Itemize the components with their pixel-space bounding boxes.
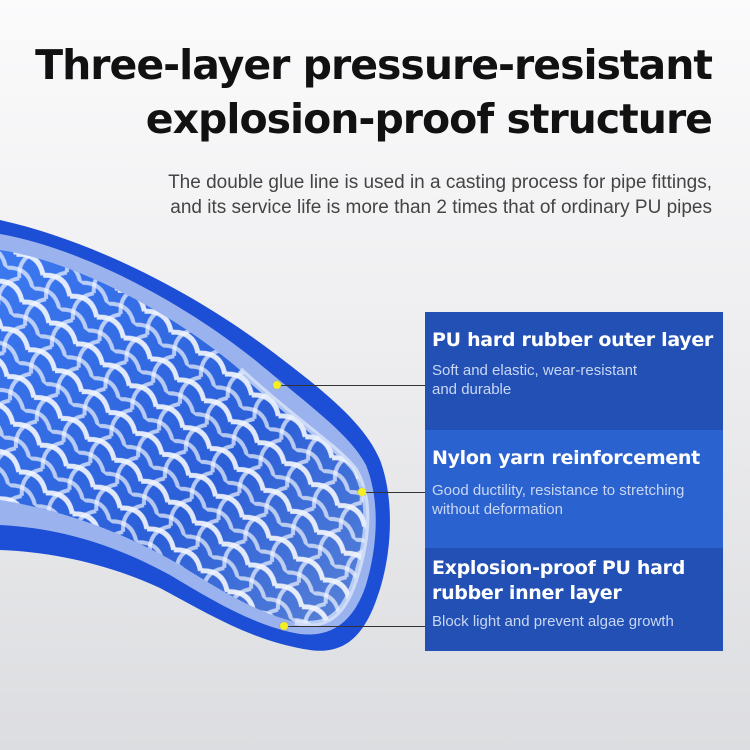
subtitle: The double glue line is used in a castin… bbox=[52, 170, 712, 220]
leader-line-inner bbox=[284, 626, 427, 627]
title-line-1: Three-layer pressure-resistant bbox=[35, 41, 713, 89]
layer-desc-yarn-line-1: Good ductility, resistance to stretching bbox=[432, 482, 685, 499]
layer-desc-yarn-line-2: without deformation bbox=[432, 501, 563, 518]
layer-title-inner: Explosion-proof PU hard rubber inner lay… bbox=[432, 548, 723, 606]
layer-title-inner-line-2: rubber inner layer bbox=[432, 582, 622, 604]
marker-dot-inner bbox=[280, 622, 288, 630]
layer-desc-yarn: Good ductility, resistance to stretching… bbox=[432, 481, 723, 519]
page-title: Three-layer pressure-resistant explosion… bbox=[12, 38, 713, 146]
layer-panel-inner: Explosion-proof PU hard rubber inner lay… bbox=[425, 548, 723, 651]
layer-panel-yarn: Nylon yarn reinforcement Good ductility,… bbox=[425, 430, 723, 548]
subtitle-line-2: and its service life is more than 2 time… bbox=[170, 197, 712, 218]
leader-line-outer bbox=[277, 385, 427, 386]
layer-title-outer: PU hard rubber outer layer bbox=[432, 329, 713, 351]
marker-dot-outer bbox=[273, 381, 281, 389]
layer-desc-outer: Soft and elastic, wear-resistant and dur… bbox=[432, 361, 723, 399]
title-line-2: explosion-proof structure bbox=[145, 95, 713, 143]
layer-title-inner-line-1: Explosion-proof PU hard bbox=[432, 557, 686, 579]
subtitle-line-1: The double glue line is used in a castin… bbox=[168, 172, 712, 193]
marker-dot-yarn bbox=[358, 488, 366, 496]
leader-line-yarn bbox=[362, 492, 427, 493]
hose-cross-section-illustration bbox=[0, 220, 390, 651]
layer-panel-outer: PU hard rubber outer layer Soft and elas… bbox=[425, 312, 723, 430]
layer-desc-outer-line-2: and durable bbox=[432, 381, 512, 398]
layer-desc-outer-line-1: Soft and elastic, wear-resistant bbox=[432, 362, 638, 379]
layer-desc-inner: Block light and prevent algae growth bbox=[432, 612, 723, 631]
layer-title-yarn: Nylon yarn reinforcement bbox=[432, 447, 700, 469]
layer-desc-inner-line-1: Block light and prevent algae growth bbox=[432, 613, 674, 630]
